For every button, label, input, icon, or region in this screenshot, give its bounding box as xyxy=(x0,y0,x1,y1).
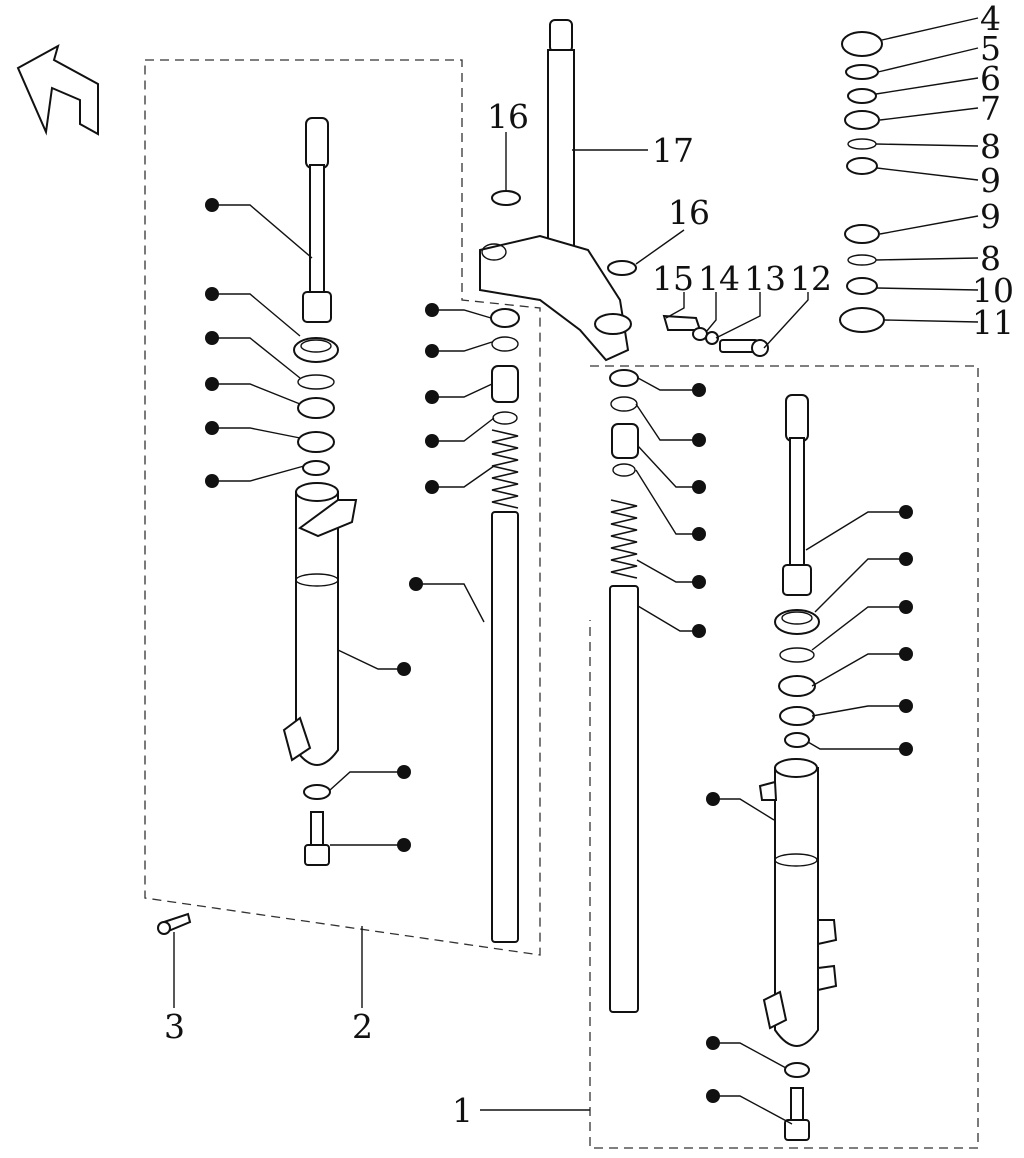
callout-17: 17 xyxy=(652,131,694,170)
callout-1: 1 xyxy=(452,1091,473,1130)
assembly-2-outline xyxy=(144,59,541,956)
o-ring-16-left xyxy=(491,190,521,206)
callout-16-left: 16 xyxy=(487,97,529,136)
callout-2: 2 xyxy=(352,1007,373,1046)
callout-5: 5 xyxy=(980,29,1001,68)
assembly-1-outline xyxy=(589,365,979,1149)
left-fork-leg xyxy=(282,117,358,866)
callout-9-bottom: 9 xyxy=(980,197,1001,236)
callout-6: 6 xyxy=(980,59,1001,98)
callout-14: 14 xyxy=(698,259,740,298)
callout-9-top: 9 xyxy=(980,161,1001,200)
callout-dots xyxy=(205,198,913,1103)
pin-parts-12-15 xyxy=(662,314,769,357)
right-stanchion-tube xyxy=(609,369,639,1013)
steering-stem xyxy=(479,19,632,362)
left-stanchion-tube xyxy=(490,308,520,943)
right-fork-leg xyxy=(758,394,838,1141)
callout-16-right: 16 xyxy=(668,193,710,232)
callout-15: 15 xyxy=(652,259,694,298)
callout-8-bottom: 8 xyxy=(980,239,1001,278)
leader-lines xyxy=(173,17,979,1125)
callout-4: 4 xyxy=(980,0,1001,38)
callout-8-top: 8 xyxy=(980,127,1001,166)
callout-12: 12 xyxy=(790,259,832,298)
callout-3: 3 xyxy=(164,1007,185,1046)
callout-7: 7 xyxy=(980,89,1001,128)
front-direction-arrow-icon xyxy=(16,43,99,136)
callout-11: 11 xyxy=(972,303,1014,342)
o-ring-16-right xyxy=(607,260,637,276)
screw-3 xyxy=(157,912,192,935)
callout-13: 13 xyxy=(744,259,786,298)
callout-labels: 1 2 3 4 5 6 7 8 9 9 8 10 11 12 13 14 15 … xyxy=(164,0,1014,1130)
callout-10: 10 xyxy=(972,271,1014,310)
steering-bearing-stack xyxy=(839,31,885,333)
